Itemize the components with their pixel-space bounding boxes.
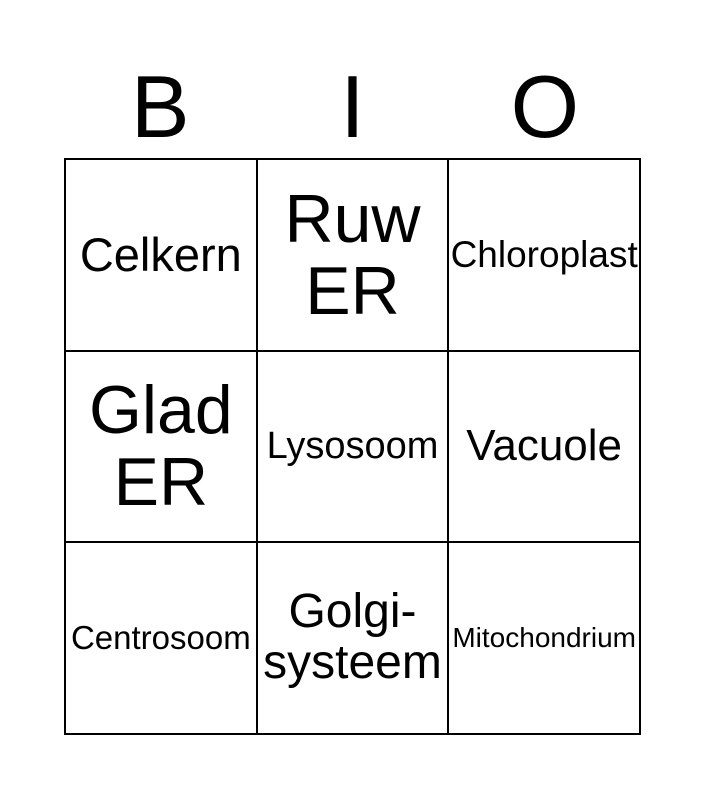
bingo-cell-r3c3[interactable]: Mitochondrium: [449, 543, 641, 735]
bingo-cell-label: Ruw ER: [284, 180, 421, 329]
bingo-cell-r1c2[interactable]: Ruw ER: [257, 160, 450, 352]
bingo-cell-r2c3[interactable]: Vacuole: [449, 351, 641, 544]
bingo-cell-r1c3[interactable]: Chloroplast: [449, 160, 641, 352]
bingo-cell-label: Mitochondrium: [452, 622, 636, 654]
bingo-cell-r2c2[interactable]: Lysosoom: [257, 351, 450, 544]
bingo-header: B I O: [64, 55, 641, 158]
bingo-cell-r3c2[interactable]: Golgi- systeem: [257, 543, 450, 735]
header-letter-i: I: [340, 56, 365, 156]
bingo-cell-label: Glad ER: [89, 372, 233, 521]
bingo-cell-label: Golgi- systeem: [263, 585, 442, 690]
bingo-cell-r3c1[interactable]: Centrosoom: [66, 543, 258, 735]
bingo-cell-r1c1[interactable]: Celkern: [66, 160, 258, 352]
bingo-cell-r2c1[interactable]: Glad ER: [66, 351, 258, 544]
bingo-cell-label: Chloroplast: [450, 234, 638, 276]
bingo-grid: Celkern Ruw ER Chloroplast Glad ER Lysos…: [64, 158, 641, 735]
header-letter-o: O: [510, 56, 580, 156]
bingo-cell-label: Celkern: [79, 227, 242, 281]
bingo-cell-label: Vacuole: [466, 421, 623, 471]
header-letter-b: B: [130, 56, 190, 156]
bingo-cell-label: Centrosoom: [70, 618, 251, 656]
bingo-cell-label: Lysosoom: [266, 425, 439, 468]
